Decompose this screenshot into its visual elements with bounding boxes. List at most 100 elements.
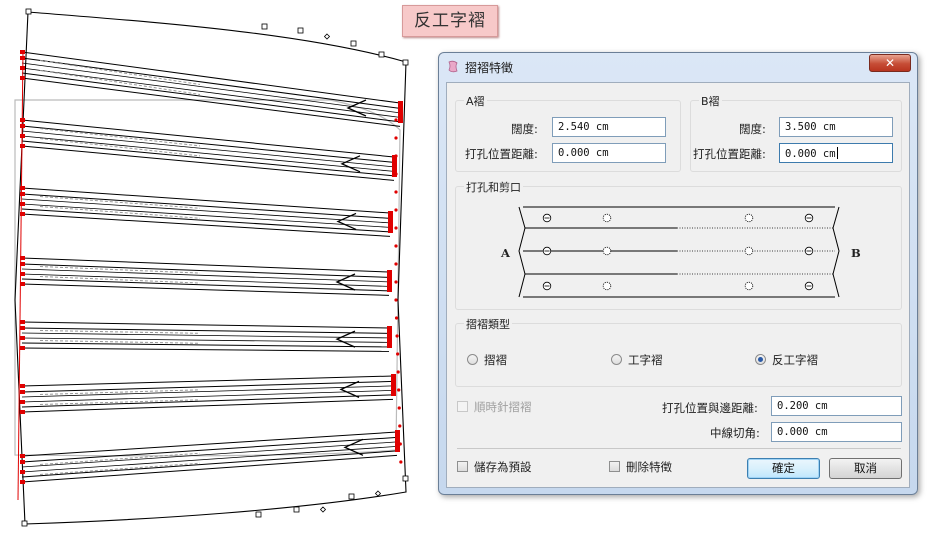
centerline-angle-field[interactable]: 0.000 cm [771,422,902,442]
pleat-group [21,187,391,237]
pleat-group [21,257,390,296]
group-a: A褶 [455,93,681,172]
save-default-label[interactable]: 儲存為預設 [474,460,532,474]
edge-dot [398,424,402,428]
edge-dot [394,226,398,230]
text-cursor [836,147,838,159]
edge-dot [394,244,398,248]
dialog-titlebar[interactable]: 摺褶特徵 ✕ [439,53,917,81]
notch-marker [398,101,403,123]
notch-marker [20,346,25,350]
radio-inverted-box-pleat[interactable] [755,354,766,365]
notch-marker [20,390,25,394]
b-punch-field[interactable]: 0.000 cm [779,143,893,163]
notch-marker [20,256,25,260]
radio-pleat-label[interactable]: 摺褶 [484,353,507,367]
pattern-outline [14,11,407,525]
diagram-fold-right [832,206,840,298]
a-width-field[interactable]: 2.540 cm [552,117,666,137]
edge-dot [394,208,398,212]
a-punch-field[interactable]: 0.000 cm [552,143,666,163]
bottom-separator [457,448,901,449]
notch-marker [20,326,25,330]
notch-marker [20,336,25,340]
punch-holes [542,213,814,291]
delete-feature-label[interactable]: 刪除特徵 [626,460,672,474]
edge-dot [398,442,402,446]
left-notch-markers [17,49,25,501]
clockwise-checkbox[interactable] [457,401,468,412]
save-default-checkbox[interactable] [457,461,468,472]
edge-dot [394,154,398,158]
ok-button[interactable]: 確定 [747,458,820,479]
radio-box-pleat-label[interactable]: 工字褶 [628,353,663,367]
notch-marker [20,202,25,206]
centerline-angle-label: 中線切角: [710,426,760,440]
pleat-type-group: 摺褶類型 [455,316,902,387]
pleat-type-title: 摺褶類型 [464,316,512,332]
close-button[interactable]: ✕ [869,54,911,72]
edge-dot [394,190,398,194]
notch-marker [387,326,392,348]
pleat-type-badge: 反工字褶 [402,5,498,37]
delete-feature-checkbox[interactable] [609,461,620,472]
control-points [21,8,409,527]
right-notch-markers [387,101,403,464]
pleat-group [21,375,394,413]
edge-dot [394,262,398,266]
pleat-group [21,321,390,352]
punch-notch-title: 打孔和剪口 [464,179,523,195]
pleat-group [21,119,395,181]
notch-marker [20,454,25,458]
notch-marker [387,270,392,292]
group-a-title: A褶 [464,93,487,109]
edge-dot [396,352,400,356]
pleat-feature-dialog: 摺褶特徵 ✕ A褶 闊度: 2.540 cm 打孔位置距離: 0.000 cm … [438,52,918,495]
edge-dot [394,298,398,302]
edge-distance-field[interactable]: 0.200 cm [771,396,902,416]
a-width-label: 闊度: [511,122,538,136]
b-width-field[interactable]: 3.500 cm [779,117,893,137]
notch-marker [20,320,25,324]
notch-marker [20,480,25,484]
edge-dot [399,460,403,464]
radio-pleat[interactable] [467,354,478,365]
pleat-diagram [518,206,840,298]
pleat-lines [21,51,401,483]
app-icon [448,60,458,73]
notch-marker [20,400,25,404]
clockwise-label: 順時針摺褶 [474,400,532,414]
edge-dot [396,370,400,374]
edge-dot [397,388,401,392]
b-punch-value: 0.000 cm [785,148,836,160]
punch-notch-group: 打孔和剪口 [455,179,902,310]
radio-inverted-box-pleat-label[interactable]: 反工字褶 [772,353,818,367]
group-b-title: B褶 [699,93,722,109]
edge-dot [394,118,398,122]
notch-marker [391,374,396,396]
notch-marker [395,430,400,452]
dialog-body: A褶 闊度: 2.540 cm 打孔位置距離: 0.000 cm B褶 闊度: … [446,82,910,488]
edge-dot [394,280,398,284]
notch-marker [20,192,25,196]
pleat-group [21,51,401,127]
notch-marker [20,272,25,276]
notch-marker [392,155,397,177]
notch-marker [20,410,25,414]
diagram-fold-left [518,206,526,298]
edge-dot [395,334,399,338]
a-punch-label: 打孔位置距離: [465,147,538,161]
notch-marker [20,144,25,148]
b-punch-label: 打孔位置距離: [693,147,766,161]
edge-dot [394,136,398,140]
notch-marker [20,262,25,266]
cancel-button[interactable]: 取消 [829,458,902,479]
side-b-label: B [851,246,861,260]
edge-dot [394,172,398,176]
radio-box-pleat[interactable] [611,354,622,365]
notch-marker [20,186,25,190]
notch-marker [20,212,25,216]
notch-marker [20,470,25,474]
edge-dot [394,316,399,320]
